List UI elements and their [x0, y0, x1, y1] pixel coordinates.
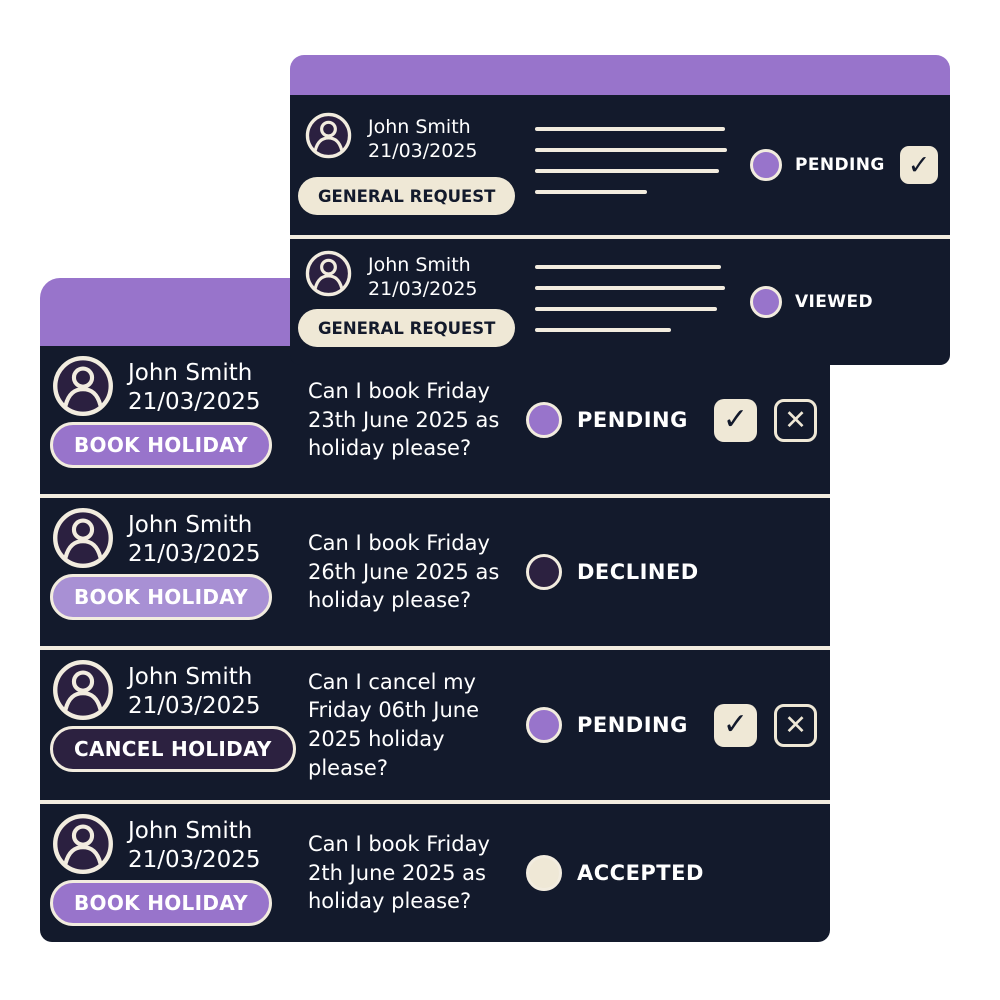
panel-body: John Smith 21/03/2025 BOOK HOLIDAY Can I…: [40, 346, 830, 942]
request-row: John Smith 21/03/2025 BOOK HOLIDAY Can I…: [40, 498, 830, 646]
cross-icon: ✕: [784, 404, 807, 436]
request-message: Can I book Friday 23th June 2025 as holi…: [308, 346, 523, 494]
user-avatar-icon: [53, 660, 113, 720]
requester-info: John Smith 21/03/2025: [128, 817, 261, 875]
request-date: 21/03/2025: [368, 278, 478, 300]
status-dot: [526, 855, 562, 891]
status-indicator: DECLINED: [526, 498, 699, 646]
request-row: John Smith 21/03/2025 GENERAL REQUEST VI…: [290, 239, 950, 365]
requester-info: John Smith 21/03/2025: [128, 663, 261, 721]
requester-name: John Smith: [368, 254, 471, 276]
row-divider: [290, 235, 950, 239]
status-label: DECLINED: [577, 560, 699, 584]
requester-name: John Smith: [368, 116, 471, 138]
row-actions: ✓ ✕: [714, 650, 817, 800]
request-date: 21/03/2025: [128, 693, 261, 719]
user-avatar-icon: [53, 508, 113, 568]
status-label: PENDING: [577, 408, 688, 432]
placeholder-line: [535, 265, 721, 269]
request-message-text: Can I book Friday 2th June 2025 as holid…: [308, 832, 490, 914]
user-avatar-icon: [53, 814, 113, 874]
status-dot: [526, 554, 562, 590]
decline-button[interactable]: ✕: [774, 398, 817, 442]
panel-body: John Smith 21/03/2025 GENERAL REQUEST PE…: [290, 95, 950, 365]
requester-name: John Smith: [128, 818, 253, 844]
holiday-requests-panel: John Smith 21/03/2025 BOOK HOLIDAY Can I…: [40, 278, 830, 942]
request-type-badge: BOOK HOLIDAY: [50, 574, 272, 620]
placeholder-line: [535, 169, 719, 173]
status-label: VIEWED: [795, 292, 873, 312]
placeholder-line: [535, 127, 725, 131]
row-actions: ✓: [900, 95, 938, 235]
requester-info: John Smith 21/03/2025: [368, 115, 478, 163]
request-message: Can I book Friday 26th June 2025 as holi…: [308, 498, 523, 646]
placeholder-line: [535, 190, 647, 194]
request-type-badge: GENERAL REQUEST: [298, 177, 516, 215]
requester-info: John Smith 21/03/2025: [128, 359, 261, 417]
placeholder-text-lines: [535, 127, 727, 194]
requester-name: John Smith: [128, 664, 253, 690]
row-divider: [40, 800, 830, 804]
check-icon: ✓: [722, 402, 749, 437]
general-requests-panel: John Smith 21/03/2025 GENERAL REQUEST PE…: [290, 55, 950, 365]
decline-button[interactable]: ✕: [774, 703, 817, 747]
request-date: 21/03/2025: [128, 847, 261, 873]
status-label: ACCEPTED: [577, 861, 704, 885]
request-message: Can I cancel my Friday 06th June 2025 ho…: [308, 650, 506, 800]
request-type-badge: BOOK HOLIDAY: [50, 880, 272, 926]
row-actions: ✓ ✕: [714, 346, 817, 494]
status-dot: [750, 286, 782, 318]
row-divider: [40, 646, 830, 650]
requester-name: John Smith: [128, 360, 253, 386]
check-icon: ✓: [722, 707, 749, 742]
request-row: John Smith 21/03/2025 GENERAL REQUEST PE…: [290, 95, 950, 235]
user-avatar-icon: [305, 250, 352, 297]
request-row: John Smith 21/03/2025 CANCEL HOLIDAY Can…: [40, 650, 830, 800]
request-message-text: Can I book Friday 23th June 2025 as holi…: [308, 379, 500, 461]
request-date: 21/03/2025: [128, 541, 261, 567]
request-date: 21/03/2025: [368, 140, 478, 162]
approve-button[interactable]: ✓: [714, 398, 757, 442]
status-label: PENDING: [577, 713, 688, 737]
placeholder-text-lines: [535, 265, 725, 332]
panel-header-bar: [290, 55, 950, 95]
request-message-text: Can I book Friday 26th June 2025 as holi…: [308, 531, 500, 613]
request-row: John Smith 21/03/2025 BOOK HOLIDAY Can I…: [40, 804, 830, 942]
user-avatar-icon: [305, 112, 352, 159]
placeholder-line: [535, 328, 671, 332]
status-dot: [526, 402, 562, 438]
requester-info: John Smith 21/03/2025: [368, 253, 478, 301]
request-message: Can I book Friday 2th June 2025 as holid…: [308, 804, 523, 942]
status-dot: [750, 149, 782, 181]
approve-button[interactable]: ✓: [714, 703, 757, 747]
check-icon: ✓: [907, 149, 931, 181]
placeholder-line: [535, 286, 725, 290]
request-type-badge: CANCEL HOLIDAY: [50, 726, 296, 772]
placeholder-line: [535, 307, 717, 311]
request-type-badge: GENERAL REQUEST: [298, 309, 516, 347]
status-dot: [526, 707, 562, 743]
cross-icon: ✕: [784, 709, 807, 741]
request-message-text: Can I cancel my Friday 06th June 2025 ho…: [308, 669, 479, 780]
status-indicator: ACCEPTED: [526, 804, 704, 942]
requester-info: John Smith 21/03/2025: [128, 511, 261, 569]
placeholder-line: [535, 148, 727, 152]
request-date: 21/03/2025: [128, 389, 261, 415]
requester-name: John Smith: [128, 512, 253, 538]
approve-button[interactable]: ✓: [900, 146, 938, 184]
status-indicator: PENDING: [526, 346, 688, 494]
status-label: PENDING: [795, 155, 885, 175]
status-indicator: PENDING: [526, 650, 688, 800]
request-row: John Smith 21/03/2025 BOOK HOLIDAY Can I…: [40, 346, 830, 494]
request-type-badge: BOOK HOLIDAY: [50, 422, 272, 468]
user-avatar-icon: [53, 356, 113, 416]
status-indicator: VIEWED: [750, 239, 873, 365]
row-divider: [40, 494, 830, 498]
status-indicator: PENDING: [750, 95, 885, 235]
